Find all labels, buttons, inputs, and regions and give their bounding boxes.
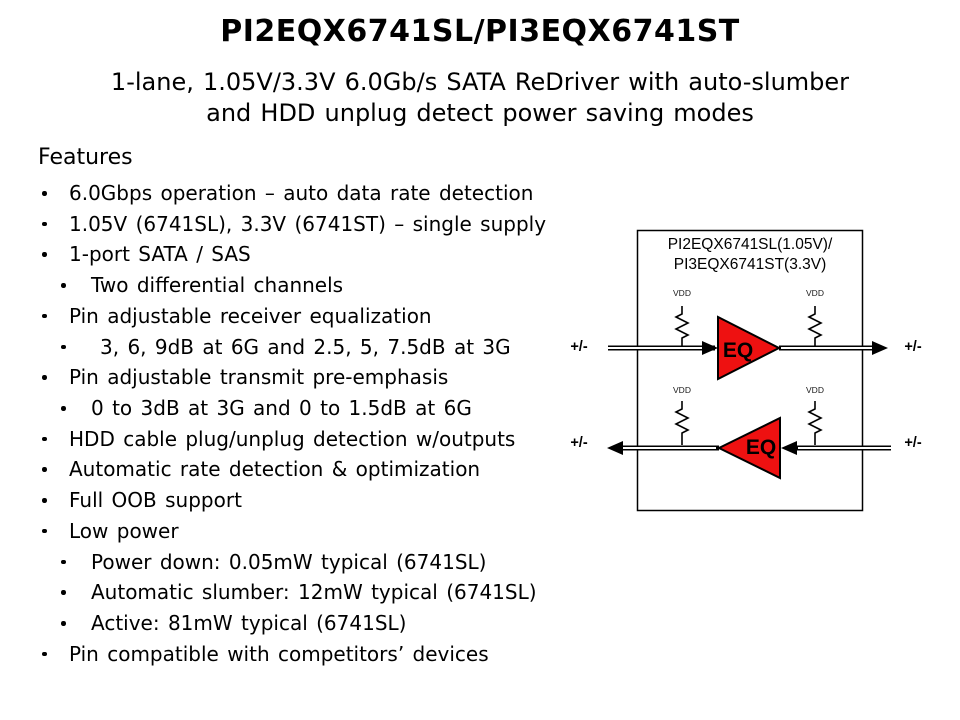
subtitle-line2: and HDD unplug detect power saving modes — [206, 99, 754, 127]
vdd-label: VDD — [806, 385, 824, 395]
feature-text: 3, 6, 9dB at 6G and 2.5, 5, 7.5dB at 3G — [100, 334, 511, 359]
feature-text: Automatic rate detection & optimization — [69, 457, 481, 482]
top-output-arrowhead-icon — [872, 341, 888, 355]
block-diagram: PI2EQX6741SL(1.05V)/ PI3EQX6741ST(3.3V) … — [555, 225, 950, 525]
bullet-icon — [61, 621, 66, 626]
bullet-icon — [61, 590, 66, 595]
feature-text: Low power — [69, 518, 179, 543]
bullet-icon — [42, 528, 47, 534]
resistor-icon — [674, 401, 690, 445]
feature-subitem: 0 to 3dB at 3G and 0 to 1.5dB at 6G — [38, 395, 628, 426]
io-label-top-left: +/- — [570, 339, 588, 355]
bullet-icon — [61, 559, 66, 565]
feature-text: 1-port SATA / SAS — [69, 242, 251, 267]
chip-title-line2: PI3EQX6741ST(3.3V) — [673, 256, 827, 273]
bottom-input-arrowhead-icon — [781, 441, 797, 455]
feature-item: 6.0Gbps operation – auto data rate detec… — [38, 180, 628, 211]
subtitle: 1-lane, 1.05V/3.3V 6.0Gb/s SATA ReDriver… — [0, 67, 960, 129]
chip-title-line1: PI2EQX6741SL(1.05V)/ — [667, 236, 833, 253]
feature-item: Pin adjustable receiver equalization — [38, 303, 628, 334]
feature-subitem: Active: 81mW typical (6741SL) — [38, 610, 628, 641]
top-input-arrowhead-icon — [702, 341, 718, 355]
feature-text: HDD cable plug/unplug detection w/output… — [69, 426, 516, 451]
features-heading: Features — [38, 145, 133, 170]
bullet-icon — [61, 406, 66, 411]
feature-item: HDD cable plug/unplug detection w/output… — [38, 426, 628, 457]
feature-subitem: Power down: 0.05mW typical (6741SL) — [38, 549, 628, 580]
feature-item: Pin compatible with competitors’ devices — [38, 641, 628, 672]
feature-text: Pin adjustable receiver equalization — [69, 303, 432, 328]
feature-text: Full OOB support — [69, 488, 242, 513]
vdd-label: VDD — [806, 288, 824, 298]
resistor-icon — [674, 306, 690, 346]
bullet-icon — [42, 313, 47, 319]
io-label-bottom-left: +/- — [570, 435, 588, 451]
feature-item: Full OOB support — [38, 487, 628, 518]
diagram-graphics — [607, 229, 891, 512]
chip-title: PI2EQX6741SL(1.05V)/ PI3EQX6741ST(3.3V) — [637, 235, 863, 275]
subtitle-line1: 1-lane, 1.05V/3.3V 6.0Gb/s SATA ReDriver… — [110, 68, 850, 96]
feature-subitem: Automatic slumber: 12mW typical (6741SL) — [38, 579, 628, 610]
chip-outline — [636, 229, 864, 512]
feature-text: 1.05V (6741SL), 3.3V (6741ST) – single s… — [69, 211, 547, 236]
feature-text: Two differential channels — [91, 273, 344, 298]
feature-item: Pin adjustable transmit pre-emphasis — [38, 364, 628, 395]
bullet-icon — [42, 498, 47, 503]
feature-text: 6.0Gbps operation – auto data rate detec… — [69, 181, 534, 205]
bullet-icon — [42, 252, 47, 257]
feature-text: Automatic slumber: 12mW typical (6741SL) — [91, 580, 537, 605]
bottom-output-arrowhead-icon — [607, 441, 623, 455]
page-title: PI2EQX6741SL/PI3EQX6741ST — [220, 14, 740, 49]
feature-item: 1-port SATA / SAS — [38, 241, 628, 272]
bullet-icon — [42, 467, 47, 472]
resistor-icon — [807, 306, 823, 346]
eq-label-top: EQ — [722, 339, 754, 362]
feature-subitem: 3, 6, 9dB at 6G and 2.5, 5, 7.5dB at 3G — [38, 334, 628, 365]
io-label-top-right: +/- — [904, 339, 922, 355]
feature-item: Automatic rate detection & optimization — [38, 456, 628, 487]
feature-item: 1.05V (6741SL), 3.3V (6741ST) – single s… — [38, 211, 628, 242]
resistor-icon — [807, 401, 823, 445]
bullet-icon — [42, 191, 47, 196]
bullet-icon — [61, 344, 66, 350]
feature-text: Pin compatible with competitors’ devices — [69, 641, 489, 666]
bullet-icon — [42, 375, 47, 380]
feature-text: 0 to 3dB at 3G and 0 to 1.5dB at 6G — [91, 396, 472, 421]
bullet-icon — [42, 651, 47, 657]
bullet-icon — [42, 436, 47, 442]
features-list: 6.0Gbps operation – auto data rate detec… — [38, 180, 628, 672]
eq-label-bottom: EQ — [745, 436, 777, 459]
feature-text: Pin adjustable transmit pre-emphasis — [69, 365, 449, 390]
bullet-icon — [61, 283, 66, 288]
vdd-label: VDD — [673, 385, 691, 395]
eq-buffer-top — [717, 315, 782, 381]
feature-item: Low power — [38, 518, 628, 549]
eq-buffer-bottom — [716, 416, 781, 480]
io-label-bottom-right: +/- — [904, 435, 922, 451]
feature-text: Active: 81mW typical (6741SL) — [91, 611, 407, 636]
vdd-label: VDD — [673, 288, 691, 298]
feature-text: Power down: 0.05mW typical (6741SL) — [91, 549, 487, 574]
feature-subitem: Two differential channels — [38, 272, 628, 303]
bullet-icon — [42, 221, 47, 227]
